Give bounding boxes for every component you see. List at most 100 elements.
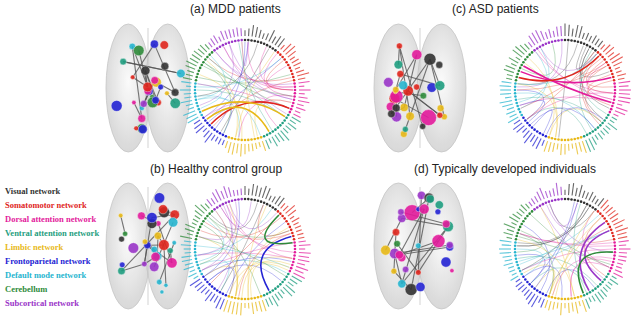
panel-title: (c) ASD patients xyxy=(452,2,539,16)
region-tick xyxy=(531,199,535,205)
roi-sphere xyxy=(161,62,169,70)
region-tick xyxy=(615,111,625,115)
region-dot xyxy=(250,198,253,201)
region-tick xyxy=(549,191,551,197)
region-dot xyxy=(279,124,282,127)
region-dot xyxy=(613,257,616,260)
region-tick xyxy=(564,24,565,36)
legend-row: Dorsal attention network xyxy=(4,212,100,226)
region-dot xyxy=(211,210,214,213)
region-dot xyxy=(225,43,228,46)
region-dot xyxy=(557,198,560,201)
region-tick xyxy=(197,285,204,291)
region-tick xyxy=(211,38,215,45)
legend-text: Limbic network xyxy=(5,242,63,252)
region-dot xyxy=(271,289,274,292)
region-tick xyxy=(190,279,200,286)
region-tick xyxy=(504,224,515,229)
legend-text: Dorsal attention network xyxy=(5,214,96,224)
region-tick xyxy=(617,263,623,265)
region-dot xyxy=(234,297,237,300)
region-dot xyxy=(610,108,613,111)
region-dot xyxy=(253,297,256,300)
region-dot xyxy=(591,206,594,209)
roi-sphere xyxy=(123,231,128,236)
region-tick xyxy=(564,144,565,154)
region-dot xyxy=(266,134,269,137)
region-tick xyxy=(618,101,630,103)
legend-text: Cerebellum xyxy=(5,284,47,294)
region-dot xyxy=(294,92,297,95)
roi-sphere xyxy=(416,282,425,291)
region-tick xyxy=(266,188,270,199)
roi-sphere xyxy=(132,100,136,104)
region-dot xyxy=(269,291,272,294)
roi-sphere xyxy=(424,53,436,65)
region-tick xyxy=(281,290,285,294)
roi-sphere xyxy=(443,221,454,232)
region-tick xyxy=(299,89,311,90)
region-tick xyxy=(502,82,512,83)
region-dot xyxy=(285,61,288,64)
chord xyxy=(267,66,293,87)
legend-color: Dorsal attention network xyxy=(4,214,97,224)
region-tick xyxy=(237,28,238,37)
roi-sphere xyxy=(435,201,443,209)
roi-sphere xyxy=(158,84,164,90)
hemisphere xyxy=(106,183,151,309)
legend-text: Frontoparietal network xyxy=(5,256,91,266)
region-tick xyxy=(225,31,228,39)
region-dot xyxy=(279,53,282,56)
region-dot xyxy=(247,198,250,201)
region-tick xyxy=(266,140,270,149)
region-tick xyxy=(613,273,622,278)
region-tick xyxy=(183,111,195,116)
region-tick xyxy=(232,143,234,155)
region-tick xyxy=(182,256,192,257)
region-dot xyxy=(277,126,280,129)
region-tick xyxy=(286,126,291,131)
region-dot xyxy=(228,200,231,203)
region-tick xyxy=(298,237,304,238)
region-tick xyxy=(568,303,570,313)
region-dot xyxy=(198,229,201,232)
region-dot xyxy=(516,264,519,267)
region-dot xyxy=(208,212,211,215)
region-dot xyxy=(614,251,617,254)
region-dot xyxy=(514,82,517,85)
region-tick xyxy=(560,144,562,155)
region-dot xyxy=(526,122,529,125)
roi-sphere xyxy=(396,43,402,49)
region-dot xyxy=(520,223,523,226)
region-dot xyxy=(247,39,250,42)
region-tick xyxy=(224,186,228,198)
roi-sphere xyxy=(151,252,160,261)
region-dot xyxy=(518,229,521,232)
region-dot xyxy=(199,226,202,229)
region-dot xyxy=(515,76,518,79)
region-tick xyxy=(248,189,250,195)
region-dot xyxy=(601,281,604,284)
region-tick xyxy=(504,233,513,235)
region-dot xyxy=(533,128,536,131)
region-dot xyxy=(202,220,205,223)
region-tick xyxy=(244,186,245,195)
region-tick xyxy=(210,294,215,301)
region-tick xyxy=(516,279,520,282)
region-tick xyxy=(568,184,570,195)
region-tick xyxy=(517,212,523,216)
roi-sphere xyxy=(432,235,445,248)
region-dot xyxy=(283,58,286,61)
chord xyxy=(523,265,553,295)
region-tick xyxy=(240,28,242,36)
chord xyxy=(199,220,224,262)
region-dot xyxy=(244,298,247,301)
region-tick xyxy=(618,260,626,262)
roi-sphere xyxy=(143,82,153,92)
region-tick xyxy=(595,294,601,303)
region-tick xyxy=(299,248,305,249)
region-tick xyxy=(541,299,545,308)
region-tick xyxy=(198,49,204,55)
region-tick xyxy=(188,273,196,277)
